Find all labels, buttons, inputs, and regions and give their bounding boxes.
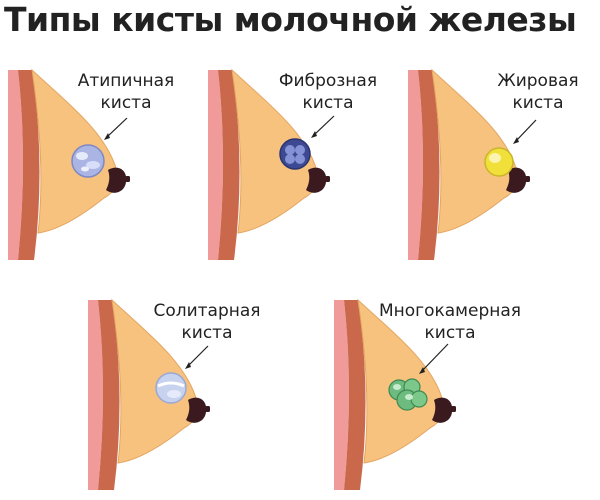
pointer-line: [187, 345, 209, 367]
multilocular-cyst-icon: [388, 378, 428, 411]
fatty-cyst-icon: [484, 147, 514, 177]
atypical-cyst-icon: [71, 144, 105, 178]
label-line1: Жировая: [497, 71, 579, 91]
panel-solitary-cyst: Солитарная киста: [84, 299, 284, 500]
label-line1: Фиброзная: [278, 71, 378, 91]
label-line1: Многокамерная: [378, 301, 522, 321]
panel-fatty-cyst: Жировая киста: [404, 69, 600, 270]
diagram-title: Типы кисты молочной железы: [4, 0, 577, 39]
label-line1: Атипичная: [77, 71, 175, 91]
breast-illustration: [333, 299, 457, 491]
label-atypical-cyst: Атипичная киста: [66, 70, 186, 114]
panel-multilocular-cyst: Многокамерная киста: [330, 299, 530, 500]
label-solitary-cyst: Солитарная киста: [142, 300, 272, 344]
breast-illustration: [7, 69, 131, 261]
pointer-line: [313, 115, 335, 136]
pointer-line: [106, 117, 128, 138]
label-fatty-cyst: Жировая киста: [478, 70, 598, 114]
breast-illustration: [407, 69, 537, 261]
label-fibrous-cyst: Фиброзная киста: [268, 70, 388, 114]
panel-fibrous-cyst: Фиброзная киста: [204, 69, 404, 270]
label-line2: киста: [302, 93, 354, 113]
label-multilocular-cyst: Многокамерная киста: [370, 300, 530, 344]
fibrous-cyst-icon: [279, 138, 311, 170]
label-line2: киста: [512, 93, 564, 113]
label-line2: киста: [181, 323, 233, 343]
solitary-cyst-icon: [155, 372, 187, 404]
breast-illustration: [207, 69, 335, 261]
panel-atypical-cyst: Атипичная киста: [4, 69, 204, 270]
pointer-line: [421, 343, 449, 372]
label-line2: киста: [100, 93, 152, 113]
pointer-line: [515, 119, 537, 142]
label-line2: киста: [424, 323, 476, 343]
label-line1: Солитарная: [153, 301, 261, 321]
breast-illustration: [87, 299, 211, 491]
